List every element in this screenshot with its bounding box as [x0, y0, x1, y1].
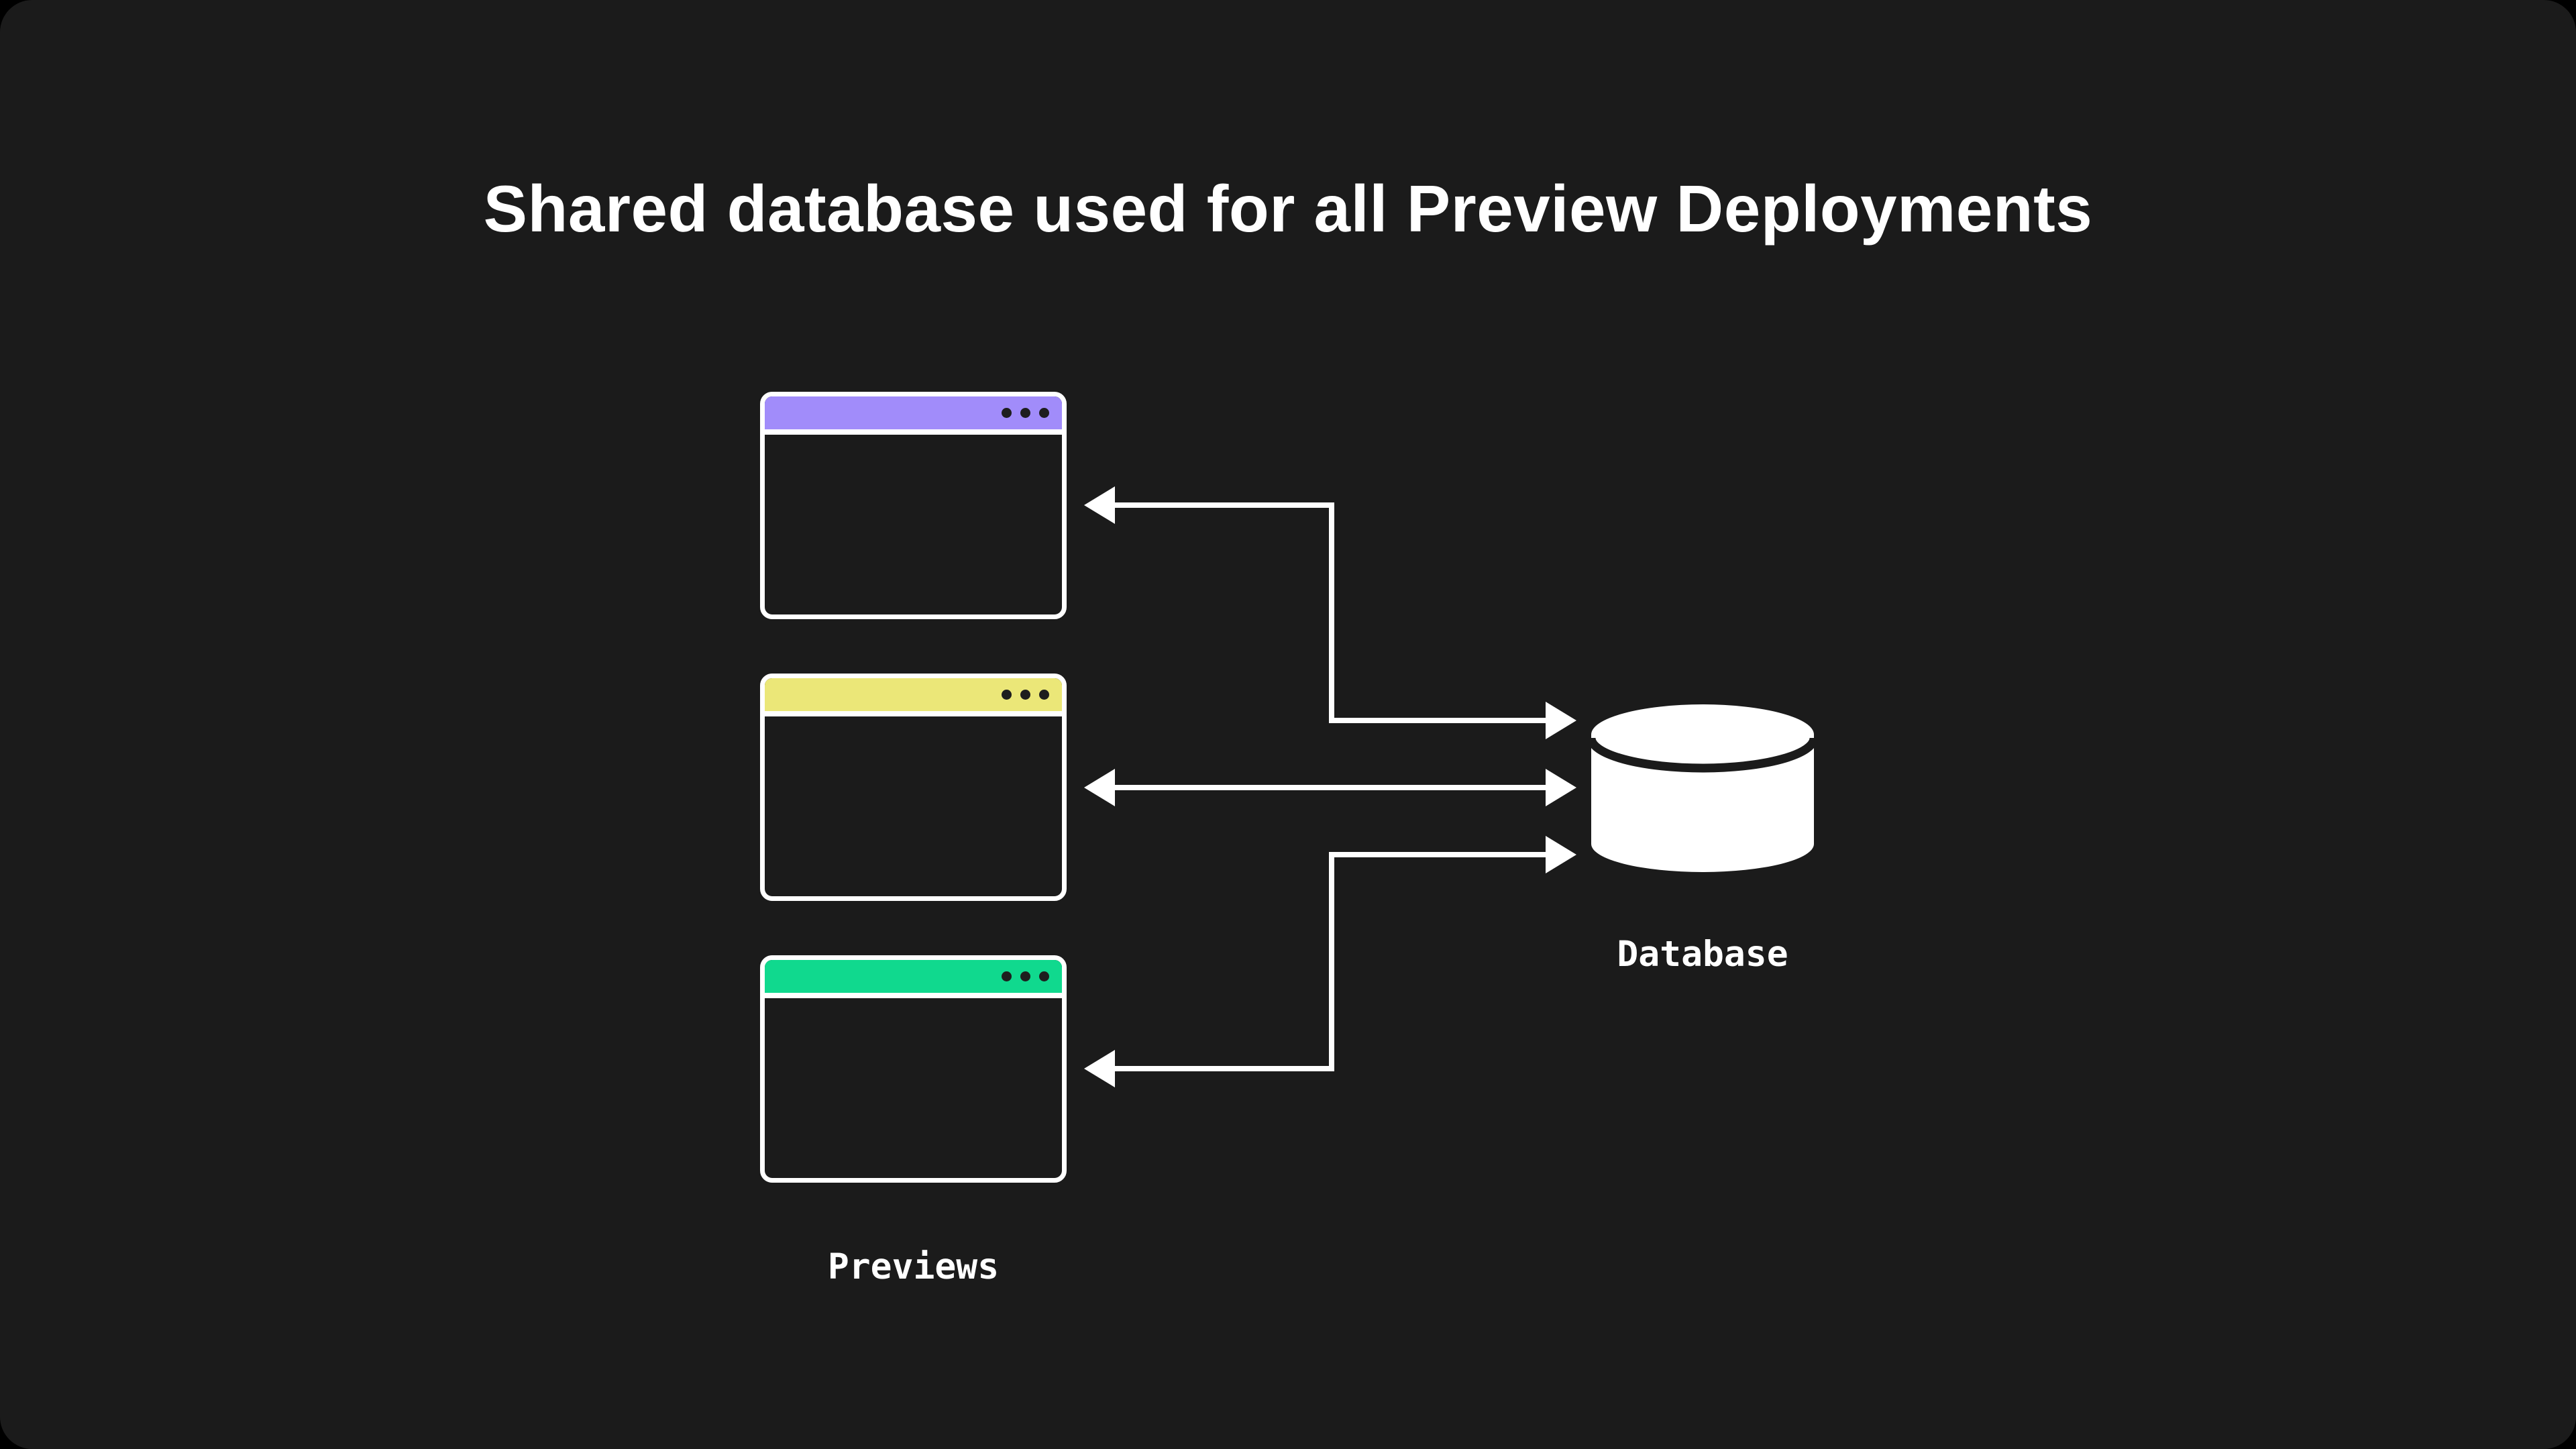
window-content-area: [765, 435, 1062, 614]
window-control-dot-icon: [1002, 971, 1012, 981]
window-control-dot-icon: [1020, 971, 1030, 981]
connector-preview-2-database: [1084, 769, 1576, 806]
window-control-dot-icon: [1039, 971, 1049, 981]
arrowhead-right-icon: [1546, 836, 1576, 873]
browser-window-preview-1: [760, 392, 1067, 619]
browser-window-preview-2: [760, 674, 1067, 901]
arrowhead-right-icon: [1546, 769, 1576, 806]
window-titlebar: [765, 678, 1062, 716]
browser-window-preview-3: [760, 955, 1067, 1183]
database-cylinder-icon: [1591, 704, 1814, 872]
connector-preview-3-database: [1084, 836, 1576, 1087]
page-title: Shared database used for all Preview Dep…: [483, 172, 2093, 246]
connector-line: [1114, 852, 1550, 1071]
window-control-dot-icon: [1020, 690, 1030, 700]
window-titlebar: [765, 960, 1062, 998]
arrowhead-left-icon: [1084, 1050, 1115, 1087]
previews-label: Previews: [827, 1246, 1000, 1287]
arrowhead-left-icon: [1084, 486, 1115, 524]
arrowhead-left-icon: [1084, 769, 1115, 806]
window-control-dot-icon: [1039, 408, 1049, 418]
arrowhead-right-icon: [1546, 702, 1576, 739]
window-control-dot-icon: [1039, 690, 1049, 700]
database-cylinder-body: [1591, 704, 1814, 872]
connector-line: [1114, 502, 1550, 723]
window-control-dot-icon: [1002, 408, 1012, 418]
window-control-dot-icon: [1020, 408, 1030, 418]
connector-preview-1-database: [1084, 486, 1576, 739]
window-control-dot-icon: [1002, 690, 1012, 700]
database-label: Database: [1617, 934, 1788, 975]
window-content-area: [765, 998, 1062, 1178]
window-titlebar: [765, 396, 1062, 435]
window-content-area: [765, 716, 1062, 896]
database-cylinder-cap-line: [1591, 737, 1814, 773]
